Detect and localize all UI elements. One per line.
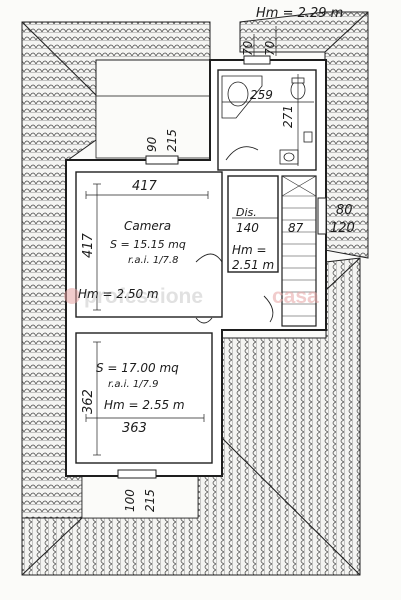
watermark: professione casa — [64, 285, 319, 308]
camera-rai: r.a.i. 1/7.8 — [128, 255, 178, 266]
stair — [281, 175, 317, 327]
camera-width: 417 — [132, 179, 158, 194]
bottom-window-dim-1: 100 — [123, 489, 137, 512]
top-window-dim-2: 70 — [263, 40, 277, 56]
window-marks — [117, 55, 327, 479]
bath-width: 259 — [250, 88, 273, 102]
room-bedroom-2 — [75, 332, 213, 464]
height-bottom: Hm = 2.55 m — [104, 398, 185, 412]
side-window-dim-1: 80 — [336, 203, 353, 218]
camera-depth: 417 — [81, 232, 96, 258]
height-camera: Hm = 2.50 m — [78, 287, 159, 301]
watermark-part2: casa — [272, 285, 319, 308]
dis-width: 140 — [236, 221, 259, 235]
upper-window-dim-1: 90 — [145, 136, 159, 152]
camera-surface: S = 15.15 mq — [110, 238, 186, 251]
bedroom2-surface: S = 17.00 mq — [96, 361, 179, 375]
dis-depth: 87 — [288, 221, 304, 235]
room-dis — [227, 175, 279, 273]
top-window-dim-1: 70 — [241, 40, 255, 56]
bath-fixtures — [221, 75, 313, 165]
watermark-part1: professione — [84, 285, 203, 308]
room-camera — [75, 171, 223, 318]
side-window-dim-2: 120 — [330, 221, 355, 236]
height-dis: Hm = — [232, 243, 267, 257]
upper-window-dim-2: 215 — [165, 129, 179, 152]
bedroom2-rai: r.a.i. 1/7.9 — [108, 379, 158, 390]
terrace-bottom — [81, 475, 199, 519]
watermark-logo-icon — [64, 288, 80, 304]
dis-name: Dis. — [236, 206, 257, 219]
sink-icon — [279, 149, 299, 165]
window-bottom — [117, 469, 157, 479]
bath-depth: 271 — [281, 105, 295, 128]
window-side — [317, 197, 327, 235]
window-camera — [145, 155, 179, 165]
height-top: Hm = 2.29 m — [256, 6, 343, 21]
bottom-window-dim-2: 215 — [143, 489, 157, 512]
bedroom2-depth: 362 — [81, 389, 96, 414]
building-walls — [65, 59, 327, 477]
bedroom2-width: 363 — [122, 421, 147, 436]
camera-name: Camera — [124, 219, 171, 233]
height-dis-value: 2.51 m — [232, 258, 274, 272]
window-top — [243, 55, 271, 65]
dimension-lines — [85, 26, 314, 456]
